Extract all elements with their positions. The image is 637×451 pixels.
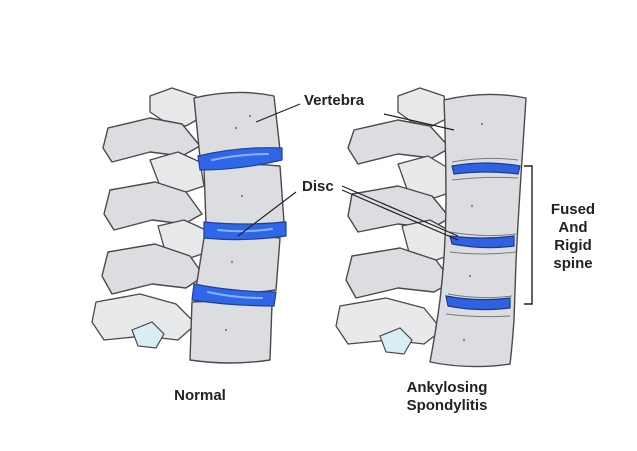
as-process-top (398, 88, 448, 126)
normal-vertebra-3 (196, 236, 280, 293)
label-ankylosing-spondylitis: Ankylosing Spondylitis (392, 379, 502, 415)
as-process-1 (348, 120, 450, 164)
label-fused-line3: Rigid (542, 237, 604, 255)
ankylosing-spine (336, 88, 526, 367)
label-fused-line2: And (542, 219, 604, 237)
label-disc: Disc (302, 178, 334, 196)
label-fused-line1: Fused (542, 201, 604, 219)
normal-spine (92, 88, 286, 363)
label-ankylosing-line2: Spondylitis (392, 397, 502, 415)
label-ankylosing-line1: Ankylosing (392, 379, 502, 397)
normal-vertebra-4 (190, 301, 272, 363)
label-fused-rigid-spine: Fused And Rigid spine (542, 201, 604, 273)
label-normal: Normal (160, 387, 240, 405)
label-vertebra: Vertebra (304, 92, 364, 110)
label-fused-line4: spine (542, 255, 604, 273)
normal-vertebra-2 (204, 164, 284, 225)
fused-bracket (524, 166, 532, 304)
as-disc-1 (452, 163, 520, 174)
as-disc-2 (450, 236, 514, 248)
